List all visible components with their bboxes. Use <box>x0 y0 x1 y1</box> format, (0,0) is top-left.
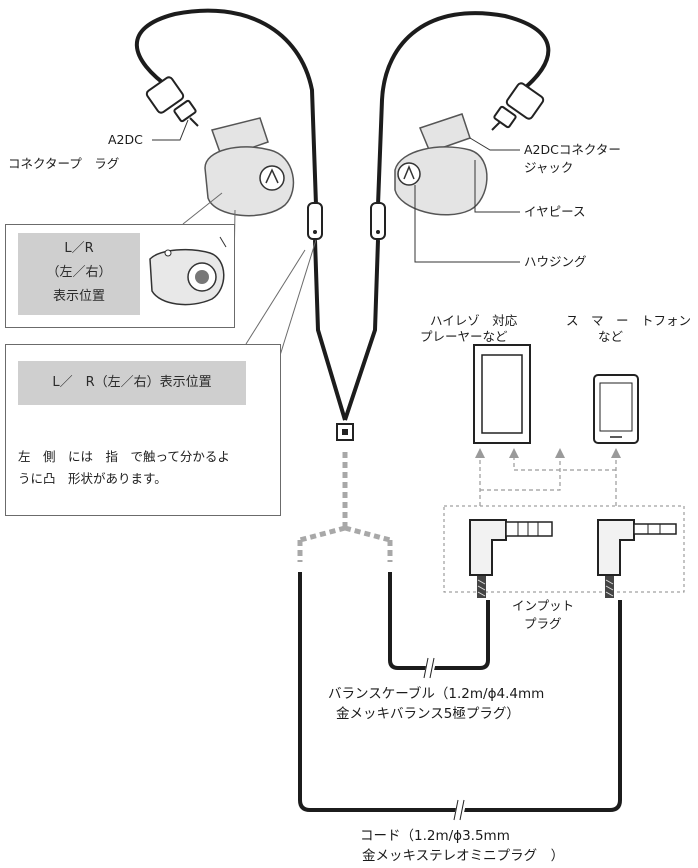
input-plug-box <box>443 505 685 593</box>
balance-cable-label-line1: バランスケーブル（1.2m/ϕ4.4mm <box>328 686 545 702</box>
right-earphone <box>394 113 488 216</box>
a2dc-plug-label-line1: A2DC <box>108 132 143 147</box>
lr-tag-line2: （左／右） <box>46 265 112 280</box>
hires-player-label-line2: プレーヤーなど <box>420 329 508 344</box>
lr-tag-line1: L／R <box>64 241 94 256</box>
input-plug-label-line1: インプット <box>512 598 575 613</box>
right-cable-joint <box>370 202 386 240</box>
left-cable-joint <box>307 202 323 240</box>
lr-indicator-tag: L／R （左／右） 表示位置 <box>18 233 140 315</box>
smartphone-label-line2: など <box>598 329 624 344</box>
a2dc-jack-label-line2: ジャック <box>524 160 574 175</box>
lr-note-line1: 左 側 には 指 で触って分かるよ <box>18 449 230 464</box>
balance-cable-label-line2: 金メッキバランス5極プラグ） <box>336 706 520 722</box>
smartphone-device <box>593 374 639 444</box>
left-earphone <box>204 117 295 217</box>
zoomed-earphone <box>149 236 227 306</box>
hires-player-device <box>473 344 531 444</box>
a2dc-plug-label-line2: コネクタープ ラグ <box>8 156 120 171</box>
smartphone-label-line1: ス マ ー トフォン <box>566 313 692 328</box>
balanced-plug-4-4mm <box>469 519 553 598</box>
cord-label-line2: 金メッキステレオミニプラグ ） <box>362 848 565 864</box>
hires-player-label-line1: ハイレゾ 対応 <box>430 313 518 328</box>
leader-lines <box>152 119 520 263</box>
ear-piece-label: イヤピース <box>524 204 586 219</box>
cord-break-mark <box>453 799 467 821</box>
y-cable <box>313 239 380 421</box>
right-a2dc-plug <box>491 82 545 131</box>
left-a2dc-plug <box>145 76 199 127</box>
cable-break-mark <box>423 657 437 679</box>
right-ear-hook-cable <box>376 11 551 206</box>
connection-arrows <box>479 456 617 506</box>
lr-note-callout: L／ R（左／右）表示位置 左 側 には 指 で触って分かるよ うに凸 形状があ… <box>5 344 281 516</box>
lr-note-line2: うに凸 形状があります。 <box>18 471 167 486</box>
balance-cable <box>388 572 490 670</box>
lr-zoom-callout: L／R （左／右） 表示位置 <box>5 224 235 328</box>
left-ear-hook-cable <box>134 8 318 206</box>
lr-note-title: L／ R（左／右）表示位置 <box>18 361 246 405</box>
lr-tag-line3: 表示位置 <box>52 289 105 304</box>
stereo-plug-3-5mm <box>597 519 677 598</box>
a2dc-jack-label-line1: A2DCコネクター <box>524 142 621 157</box>
housing-label: ハウジング <box>524 254 587 269</box>
detachable-section <box>297 452 393 562</box>
input-plug-label-line2: プラグ <box>524 616 562 631</box>
cord-label-line1: コード（1.2m/ϕ3.5mm <box>360 828 510 844</box>
